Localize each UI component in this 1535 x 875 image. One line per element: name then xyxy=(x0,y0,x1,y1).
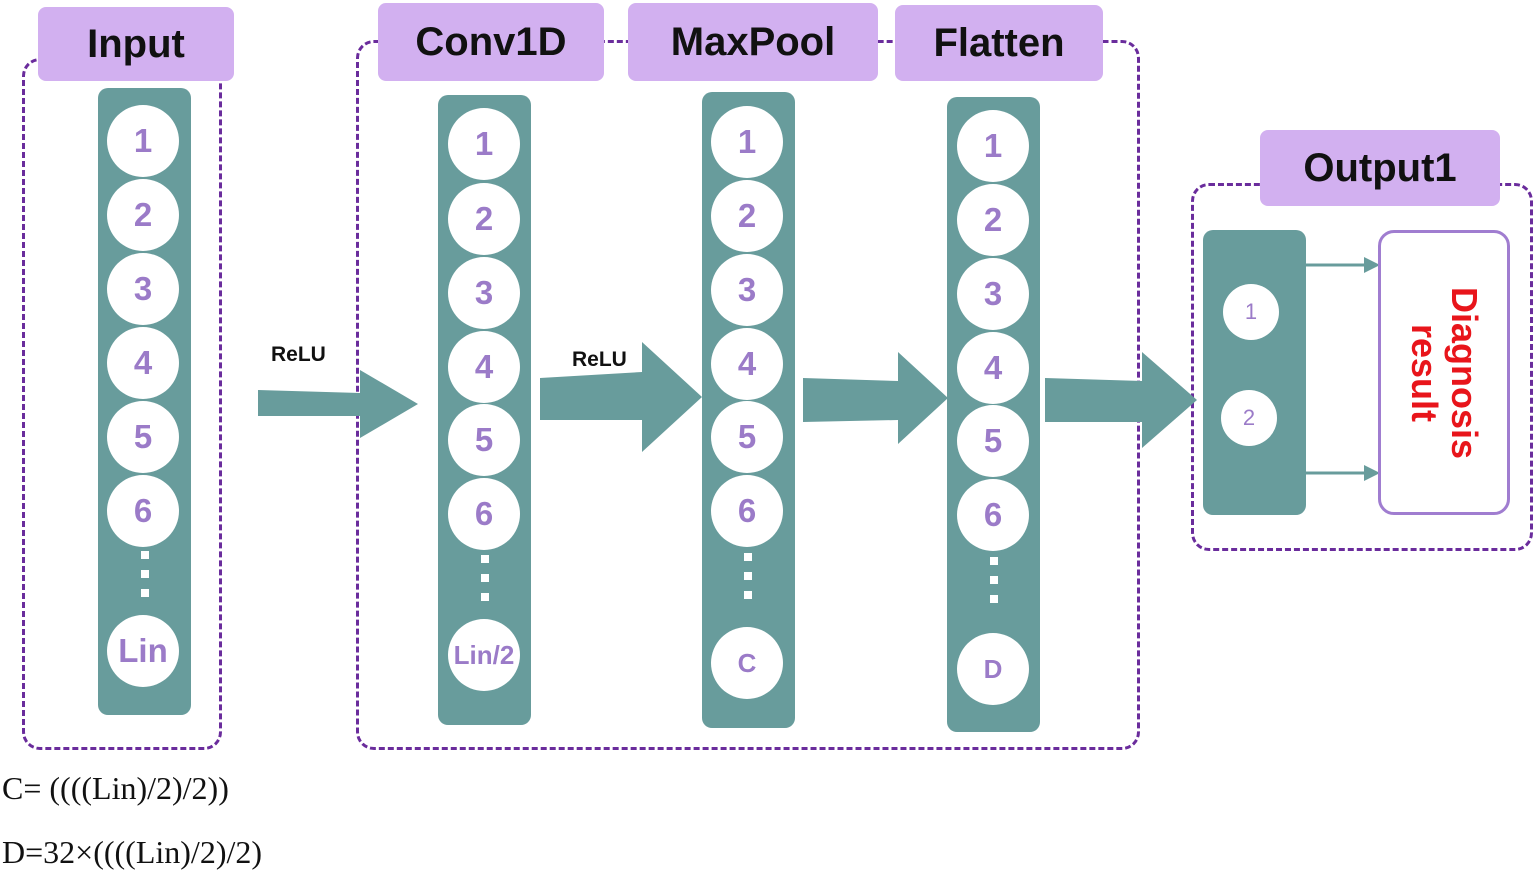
maxpool-label: MaxPool xyxy=(628,3,878,81)
formula-c: C= ((((Lin)/2)/2)) xyxy=(2,770,229,806)
output-node-1: 1 xyxy=(1223,284,1279,340)
flatten-node-1: 1 xyxy=(957,110,1029,182)
diagnosis-line-1: Diagnosis xyxy=(1444,286,1485,459)
conv1d-node-6: 6 xyxy=(448,478,520,550)
arrow-output-head-1 xyxy=(1364,257,1380,273)
arrow-input-to-conv xyxy=(258,370,418,438)
conv1d-node-3: 3 xyxy=(448,257,520,329)
conv1d-node-1: 1 xyxy=(448,108,520,180)
maxpool-node-5: 5 xyxy=(711,401,783,473)
input-label: Input xyxy=(38,7,234,81)
conv1d-node-5: 5 xyxy=(448,404,520,476)
diagnosis-result-text: Diagnosis result xyxy=(1404,286,1485,459)
conv1d-node-4: 4 xyxy=(448,331,520,403)
maxpool-node-6: 6 xyxy=(711,475,783,547)
input-node-1: 1 xyxy=(107,105,179,177)
output-node-2: 2 xyxy=(1221,390,1277,446)
conv1d-node-lin2: Lin/2 xyxy=(448,619,520,691)
input-ellipsis xyxy=(141,551,149,608)
arrow-output-head-2 xyxy=(1364,465,1380,481)
input-node-3: 3 xyxy=(107,253,179,325)
output1-label: Output1 xyxy=(1260,130,1500,206)
conv1d-label: Conv1D xyxy=(378,3,604,81)
flatten-node-d: D xyxy=(957,633,1029,705)
input-node-5: 5 xyxy=(107,401,179,473)
conv1d-ellipsis xyxy=(481,555,489,612)
maxpool-node-4: 4 xyxy=(711,328,783,400)
arrow-flatten-to-output xyxy=(1045,352,1197,448)
input-node-4: 4 xyxy=(107,327,179,399)
flatten-node-5: 5 xyxy=(957,405,1029,477)
input-node-2: 2 xyxy=(107,179,179,251)
maxpool-node-2: 2 xyxy=(711,180,783,252)
arrow-conv-to-maxpool xyxy=(540,342,702,452)
flatten-node-4: 4 xyxy=(957,332,1029,404)
flatten-label: Flatten xyxy=(895,5,1103,81)
flatten-node-6: 6 xyxy=(957,479,1029,551)
conv1d-node-2: 2 xyxy=(448,183,520,255)
maxpool-ellipsis xyxy=(744,553,752,610)
maxpool-node-3: 3 xyxy=(711,254,783,326)
input-node-6: 6 xyxy=(107,475,179,547)
formula-d: D=32×((((Lin)/2)/2) xyxy=(2,834,263,870)
flatten-node-2: 2 xyxy=(957,184,1029,256)
flatten-ellipsis xyxy=(990,557,998,614)
maxpool-node-c: C xyxy=(711,627,783,699)
output-column xyxy=(1203,230,1306,515)
arrow-maxpool-to-flatten xyxy=(803,352,948,444)
flatten-node-3: 3 xyxy=(957,258,1029,330)
input-node-lin: Lin xyxy=(107,615,179,687)
diagnosis-result-box: Diagnosis result xyxy=(1378,230,1510,515)
maxpool-node-1: 1 xyxy=(711,106,783,178)
diagnosis-line-2: result xyxy=(1404,323,1445,422)
relu-label-1: ReLU xyxy=(271,343,326,366)
relu-label-2: ReLU xyxy=(572,348,627,371)
